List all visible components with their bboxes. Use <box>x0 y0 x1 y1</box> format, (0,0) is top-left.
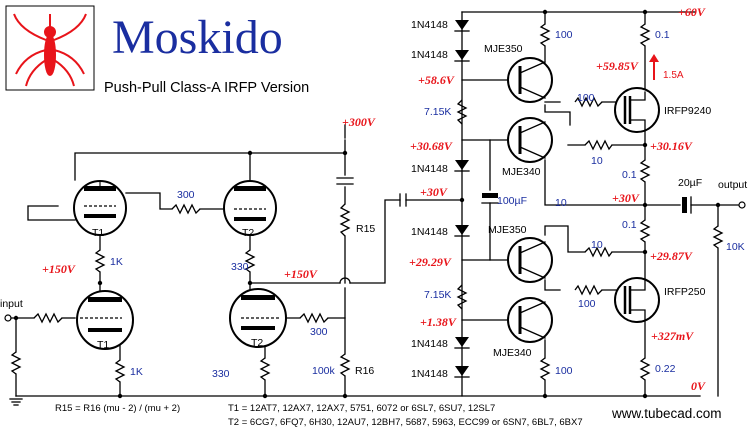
page-subtitle: Push-Pull Class-A IRFP Version <box>104 80 309 96</box>
node-327mv: +327mV <box>651 329 694 343</box>
r01-b-value: 0.1 <box>622 169 637 181</box>
tube-t1-top-label: T1 <box>92 227 104 239</box>
rail-300v-label: +300V <box>342 115 376 129</box>
transistor-q2 <box>507 117 553 163</box>
input-label: input <box>0 298 23 310</box>
tube-t1-bottom-label: T1 <box>97 339 109 351</box>
rail-60v-label: +60V <box>678 5 706 19</box>
diode-6-label: 1N4148 <box>411 368 448 380</box>
r100k-value: 100k <box>312 365 336 377</box>
mosfet-m2 <box>614 277 660 323</box>
current-label: 1.5A <box>663 70 684 81</box>
r715-b-value: 7.15K <box>424 289 451 301</box>
r715-a-value: 7.15K <box>424 106 451 118</box>
node-29-29v: +29.29V <box>409 255 452 269</box>
node-30v-out: +30V <box>612 191 640 205</box>
diode-2-label: 1N4148 <box>411 49 448 61</box>
footer-url: www.tubecad.com <box>611 406 722 421</box>
mosquito-logo-icon <box>5 5 95 91</box>
q4-label: MJE340 <box>493 347 532 359</box>
r100-d-value: 100 <box>555 365 573 377</box>
t1-types-note: T1 = 12AT7, 12AX7, 12AX7, 5751, 6072 or … <box>228 403 495 414</box>
node-1-38v: +1.38V <box>420 315 457 329</box>
diode-3-label: 1N4148 <box>411 163 448 175</box>
r022-value: 0.22 <box>655 363 676 375</box>
r15-label: R15 <box>356 223 375 235</box>
node-30v-in: +30V <box>420 185 448 199</box>
t2-types-note: T2 = 6CG7, 6FQ7, 6H30, 12AU7, 12BH7, 568… <box>228 417 583 428</box>
current-arrow-icon <box>649 54 659 80</box>
node-58-6v: +58.6V <box>418 73 455 87</box>
q1-label: MJE350 <box>484 43 523 55</box>
r10-b-value: 10 <box>555 197 567 209</box>
tube-t2-top <box>223 180 277 236</box>
tube-t1-top <box>73 180 127 236</box>
r300-b-value: 300 <box>310 326 328 338</box>
r100-a-value: 100 <box>555 29 573 41</box>
node-150v-a: +150V <box>42 262 76 276</box>
tube-t1-bottom <box>76 290 134 350</box>
formula-note: R15 = R16 (mu - 2) / (mu + 2) <box>55 403 180 414</box>
tube-t2-bottom <box>229 288 287 348</box>
r330-b-value: 330 <box>212 368 230 380</box>
tube-t2-bottom-label: T2 <box>251 337 263 349</box>
r300-value: 300 <box>177 189 195 201</box>
rail-0v-label: 0V <box>691 379 706 393</box>
diode-4-label: 1N4148 <box>411 226 448 238</box>
r10k-value: 10K <box>726 241 745 253</box>
diode-string <box>454 20 470 378</box>
r10-c-value: 10 <box>591 239 603 251</box>
m1-label: IRFP9240 <box>664 105 711 117</box>
r330-a-value: 330 <box>231 261 249 273</box>
output-label: output <box>718 179 747 191</box>
mosfet-m1 <box>614 87 660 133</box>
node-29-87v: +29.87V <box>650 249 693 263</box>
cap-100uf-value: 100µF <box>497 195 527 207</box>
q3-label: MJE350 <box>488 224 527 236</box>
node-59-85v: +59.85V <box>596 59 639 73</box>
r1k-b-value: 1K <box>130 366 143 378</box>
node-30-68v: +30.68V <box>410 139 453 153</box>
r100-b-value: 100 <box>577 92 595 104</box>
transistor-q4 <box>507 297 553 343</box>
page-title: Moskido <box>112 11 283 64</box>
node-150v-b: +150V <box>284 267 318 281</box>
transistor-q1 <box>507 57 553 103</box>
tube-t2-top-label: T2 <box>242 227 254 239</box>
diode-5-label: 1N4148 <box>411 338 448 350</box>
r01-c-value: 0.1 <box>622 219 637 231</box>
r100-c-value: 100 <box>578 298 596 310</box>
r1k-a-value: 1K <box>110 256 123 268</box>
q2-label: MJE340 <box>502 166 541 178</box>
diode-1-label: 1N4148 <box>411 19 448 31</box>
driver-wiring <box>459 9 746 399</box>
node-30-16v: +30.16V <box>650 139 693 153</box>
cap-20uf-value: 20µF <box>678 177 702 189</box>
m2-label: IRFP250 <box>664 286 706 298</box>
r10-a-value: 10 <box>591 155 603 167</box>
tube-stage-wiring <box>4 124 701 406</box>
r16-label: R16 <box>355 365 374 377</box>
r01-a-value: 0.1 <box>655 29 670 41</box>
transistor-q3 <box>507 237 553 283</box>
